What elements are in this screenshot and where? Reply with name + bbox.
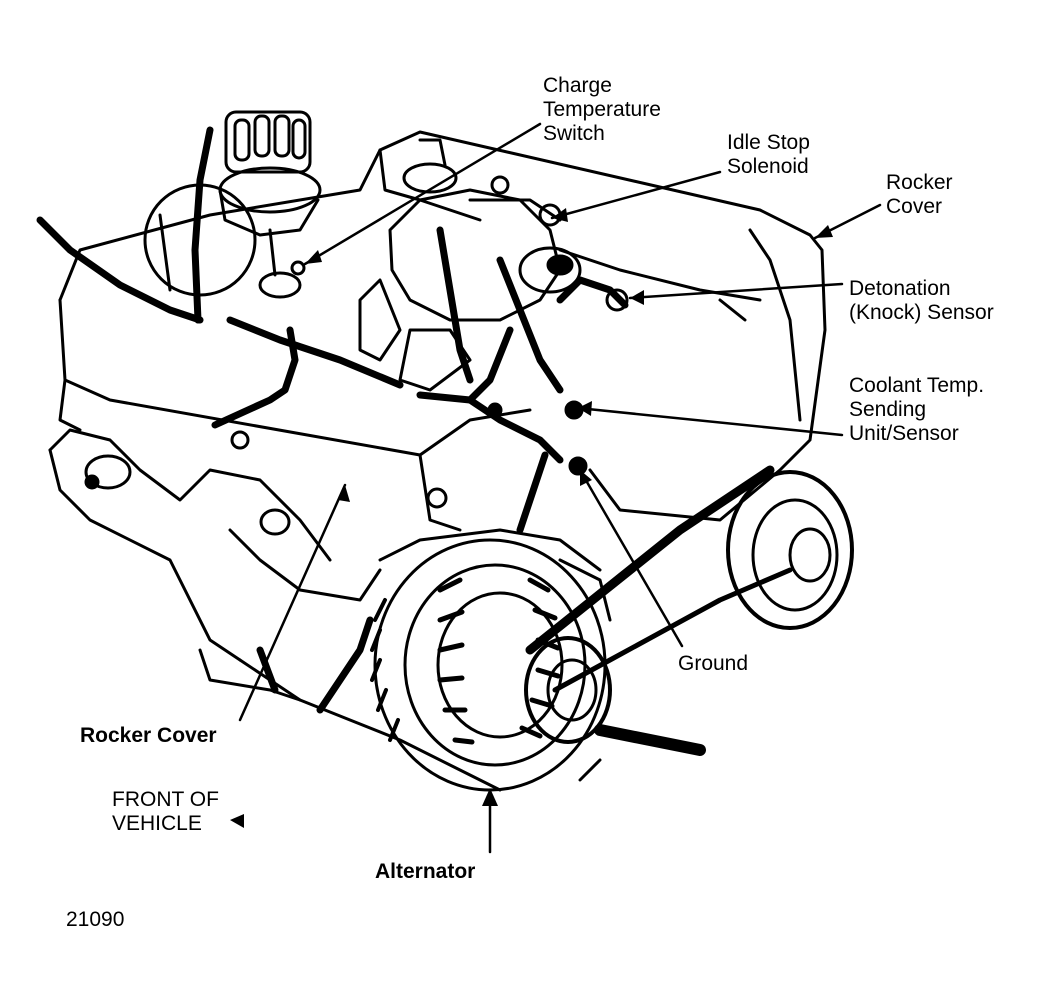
front-arrow-icon	[230, 814, 244, 828]
leader-idle-stop-solenoid	[550, 170, 722, 220]
alternator	[370, 528, 706, 792]
label-ground: Ground	[678, 652, 749, 675]
leader-detonation-sensor	[628, 282, 844, 300]
label-rocker-cover-left: Rocker Cover	[80, 724, 217, 747]
leader-ground	[578, 468, 684, 648]
arrowheads	[230, 208, 833, 828]
belt-pulley	[525, 465, 854, 693]
label-coolant-temp-sensor: Coolant Temp. Sending Unit/Sensor	[849, 374, 985, 445]
label-idle-stop-solenoid: Idle Stop Solenoid	[727, 131, 810, 178]
leader-coolant-sensor	[576, 406, 844, 437]
distributor	[218, 110, 322, 299]
figure-number: 21090	[66, 908, 125, 931]
wiring-harness	[36, 126, 629, 714]
leader-charge-temp-switch	[303, 122, 542, 266]
label-charge-temperature-switch: Charge Temperature Switch	[543, 74, 661, 145]
label-alternator: Alternator	[375, 860, 476, 883]
throttle-body	[358, 138, 582, 392]
exhaust-manifold	[48, 428, 502, 792]
bolts	[230, 260, 629, 509]
label-front-of-vehicle: FRONT OF VEHICLE	[112, 788, 219, 835]
label-detonation-knock-sensor: Detonation (Knock) Sensor	[849, 277, 994, 324]
leader-lines	[238, 122, 882, 854]
leader-rocker-cover-left	[238, 483, 347, 722]
label-rocker-cover-right: Rocker Cover	[886, 171, 953, 218]
